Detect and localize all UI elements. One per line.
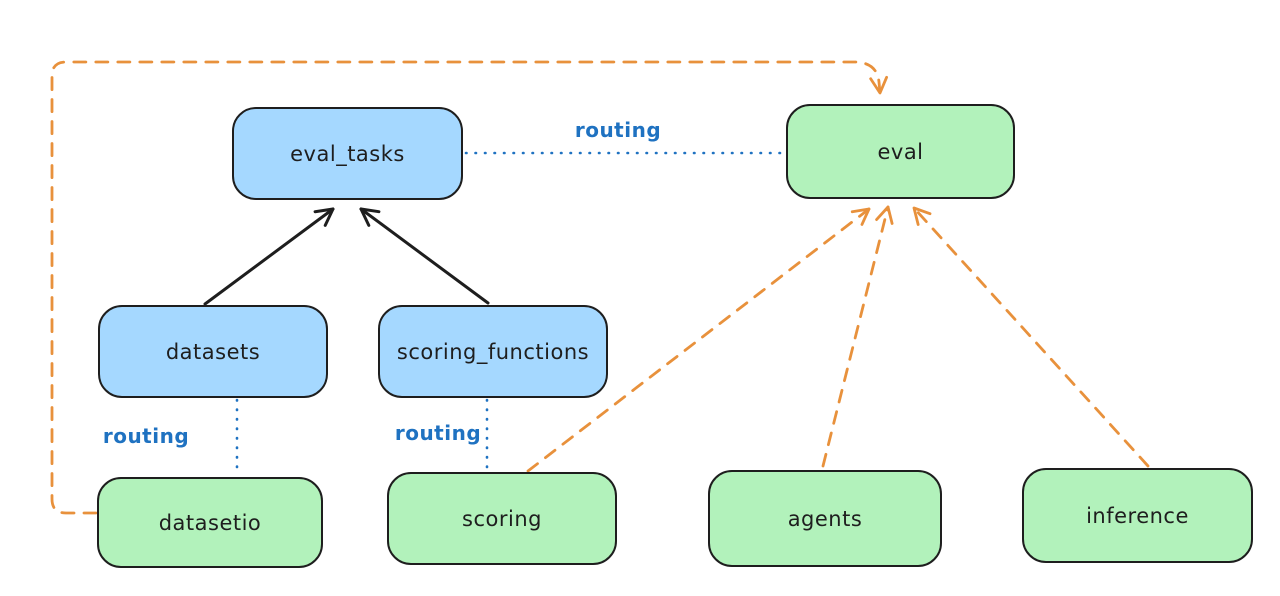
- routing-label-scoring-functions-scoring: routing: [394, 421, 482, 445]
- node-inference: inference: [1022, 468, 1253, 563]
- routing-label-eval-tasks-eval: routing: [574, 118, 662, 142]
- node-agents-label: agents: [787, 506, 863, 531]
- node-eval: eval: [786, 104, 1015, 199]
- edge-scoring-to-eval: [526, 207, 871, 473]
- node-scoring-label: scoring: [462, 506, 542, 531]
- edge-agents-to-eval: [821, 205, 894, 468]
- edge-inference-to-eval: [912, 206, 1150, 468]
- edge-scoring-functions-to-eval-tasks: [359, 207, 490, 305]
- edge-datasets-to-eval-tasks: [203, 207, 335, 306]
- edge-datasetio-to-eval: [50, 60, 889, 515]
- node-scoring: scoring: [387, 472, 617, 565]
- node-datasets: datasets: [98, 305, 328, 398]
- routing-label-datasets-datasetio: routing: [102, 424, 190, 448]
- node-eval-tasks-label: eval_tasks: [290, 141, 405, 166]
- node-scoring-functions-label: scoring_functions: [396, 339, 590, 364]
- node-scoring-functions: scoring_functions: [378, 305, 608, 398]
- node-datasets-label: datasets: [165, 339, 261, 364]
- node-inference-label: inference: [1086, 503, 1189, 528]
- node-eval-label: eval: [877, 139, 924, 164]
- node-eval-tasks: eval_tasks: [232, 107, 463, 200]
- node-datasetio-label: datasetio: [158, 510, 262, 535]
- node-datasetio: datasetio: [97, 477, 323, 568]
- node-agents: agents: [708, 470, 942, 567]
